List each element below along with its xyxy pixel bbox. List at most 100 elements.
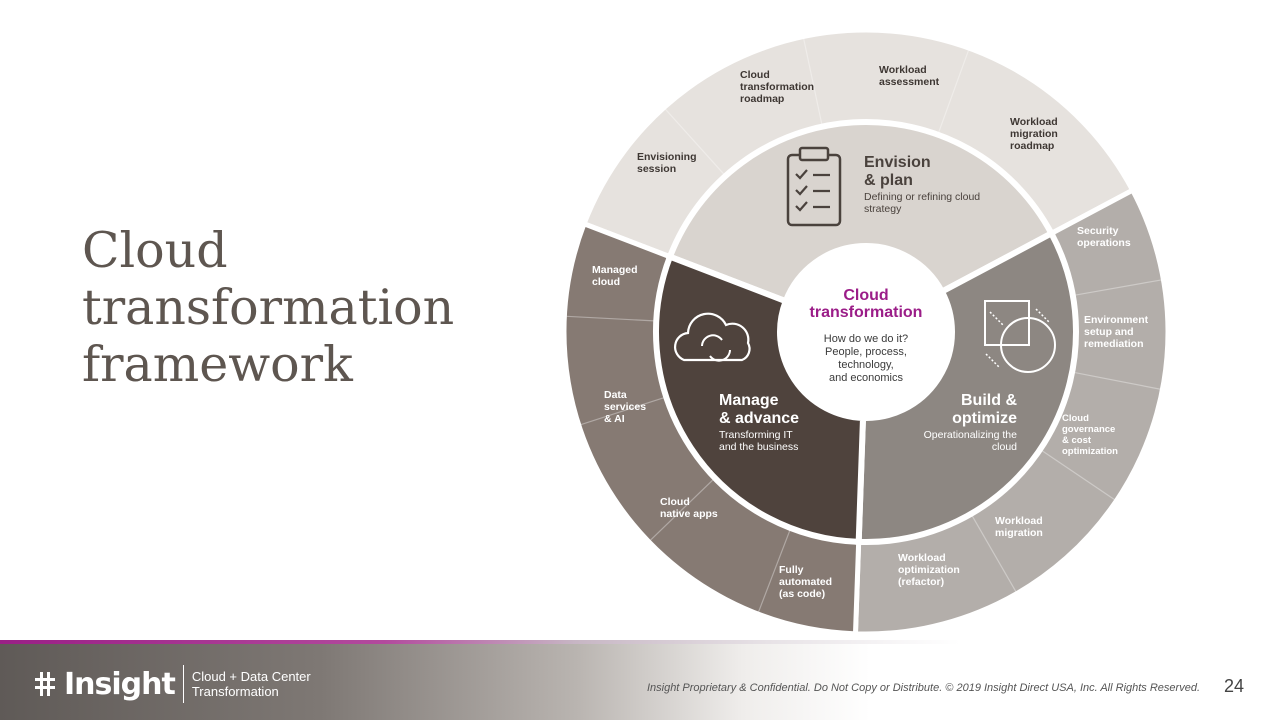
footer-accent-line [0, 640, 1280, 644]
phase-title-manage-line: Manage [719, 392, 779, 409]
phase-desc-build-line: Operationalizing the [924, 429, 1018, 441]
service-label-line: Cloud [740, 69, 770, 81]
center-subtitle-line: technology, [838, 359, 893, 371]
sync-arrow-icon [709, 349, 731, 362]
service-divider [1074, 279, 1162, 296]
service-label-line: optimization [898, 564, 960, 576]
service-label-line: migration [1010, 128, 1058, 140]
dashed-line-icon [1035, 308, 1051, 324]
service-divider [1073, 371, 1161, 390]
service-label-line: Managed [592, 264, 638, 276]
service-label-line: Fully [779, 564, 804, 576]
service-divider [937, 49, 970, 133]
service-label-line: Workload [898, 552, 946, 564]
checkmark-icon [795, 201, 808, 212]
service-label-line: (as code) [779, 588, 825, 600]
circle-shape-icon [1000, 317, 1056, 373]
service-label-line: native apps [660, 508, 718, 520]
checkmark-icon [795, 169, 808, 180]
service-label-line: Cloud [660, 496, 690, 508]
checkmark-icon [795, 185, 808, 196]
shapes-icon [984, 300, 1030, 346]
service-label-line: operations [1077, 237, 1131, 249]
brand-name: Insight [64, 666, 176, 702]
phase-title-manage-line: & advance [719, 410, 799, 427]
division-line: Transformation [191, 684, 279, 699]
center-circle [778, 244, 954, 420]
legal-notice: Insight Proprietary & Confidential. Do N… [646, 682, 1200, 694]
division-label: Cloud + Data Center Transformation [192, 669, 311, 699]
page-number: 24 [1223, 676, 1245, 696]
service-label-line: Workload [995, 515, 1043, 527]
clipboard-clip-icon [798, 146, 830, 162]
title-line: framework [82, 336, 353, 393]
service-label-line: migration [995, 527, 1043, 539]
service-label-line: roadmap [740, 93, 784, 105]
service-label-line: governance [1062, 424, 1115, 435]
service-label-line: Envisioning [637, 151, 697, 163]
phase-desc-manage-line: Transforming IT [719, 429, 793, 441]
center-subtitle-line: and economics [829, 372, 903, 384]
service-divider [971, 515, 1017, 593]
title-line: transformation [82, 279, 455, 336]
phase-desc-envision-line: Defining or refining cloud [864, 191, 980, 203]
footer-bar [0, 644, 1280, 720]
service-label-line: automated [779, 576, 832, 588]
phase-title-build-line: optimize [952, 410, 1017, 427]
service-label-line: remediation [1084, 338, 1144, 350]
service-divider [580, 396, 665, 426]
service-label-line: Cloud [1062, 413, 1089, 424]
phase-title-envision-line: & plan [864, 172, 913, 189]
insight-mark-icon [35, 672, 55, 696]
service-label-line: session [637, 163, 676, 175]
dashed-line-icon [989, 311, 1005, 327]
cloud-sync-icon [674, 312, 751, 362]
phase-desc-manage-line: and the business [719, 441, 798, 453]
service-label-line: setup and [1084, 326, 1134, 338]
phase-desc-envision-line: strategy [864, 203, 902, 215]
service-label-line: optimization [1062, 446, 1118, 457]
service-label-line: (refactor) [898, 576, 944, 588]
center-subtitle-line: How do we do it? [824, 333, 908, 345]
sync-arrow-icon [701, 334, 723, 347]
service-label-line: cloud [592, 276, 620, 288]
service-label-line: Security [1077, 225, 1119, 237]
division-line: Cloud + Data Center [191, 669, 311, 684]
phase-title-envision: Envision& plan [864, 154, 931, 189]
center-subtitle-line: People, process, [825, 346, 907, 358]
service-label-line: transformation [740, 81, 814, 93]
title-line: Cloud [82, 222, 228, 279]
service-label-line: Workload [1010, 116, 1058, 128]
service-divider [664, 108, 725, 175]
service-divider [757, 529, 791, 613]
service-label-line: roadmap [1010, 140, 1054, 152]
center-subtitle: How do we do it?People, process,technolo… [824, 333, 908, 384]
service-label-line: & cost [1062, 435, 1092, 446]
dashed-line-icon [985, 353, 1001, 369]
service-label-line: Environment [1084, 314, 1149, 326]
phase-title-envision-line: Envision [864, 154, 931, 171]
phase-title-build: Build &optimize [952, 392, 1017, 427]
service-label-line: Data [604, 389, 627, 401]
phase-title-manage: Manage& advance [719, 392, 799, 427]
phase-title-build-line: Build & [961, 392, 1017, 409]
service-label-line: assessment [879, 76, 940, 88]
service-divider [649, 478, 714, 541]
